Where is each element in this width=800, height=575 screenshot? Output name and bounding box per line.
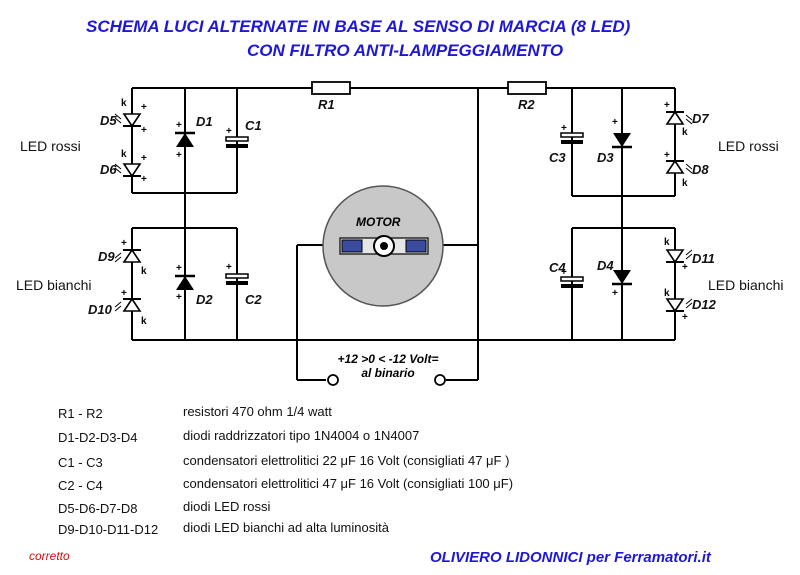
label-d10: D10 [88, 302, 112, 317]
svg-text:+: + [176, 292, 182, 303]
group-label-left-white: LED bianchi [16, 277, 92, 293]
svg-text:+: + [121, 238, 127, 249]
label-d1: D1 [196, 114, 213, 129]
svg-text:+: + [121, 288, 127, 299]
label-d6: D6 [100, 162, 117, 177]
svg-text:+: + [226, 126, 232, 137]
led-d6 [114, 163, 142, 177]
label-c2: C2 [245, 292, 262, 307]
author-credit: OLIVIERO LIDONNICI per Ferramatori.it [430, 549, 711, 566]
svg-text:+: + [682, 312, 688, 323]
svg-text:k: k [141, 316, 147, 327]
motor-label: MOTOR [356, 215, 401, 229]
label-d5: D5 [100, 113, 117, 128]
legend-key: D5-D6-D7-D8 [58, 501, 138, 516]
svg-text:+: + [612, 288, 618, 299]
svg-text:k: k [141, 266, 147, 277]
track-voltage-label: +12 >0 < -12 Volt= al binario [318, 352, 458, 380]
led-d11 [665, 249, 693, 263]
svg-text:+: + [561, 123, 567, 134]
svg-text:+: + [682, 262, 688, 273]
svg-text:k: k [682, 127, 688, 138]
track-voltage-line1: +12 >0 < -12 Volt= [337, 352, 439, 366]
led-d8 [665, 160, 693, 174]
polarity-marks: k + k + + + + + + + + + + k + k + + + + + k + k k + k… [121, 98, 688, 327]
label-d11: D11 [692, 251, 715, 266]
diode-d2 [173, 274, 197, 292]
label-r1: R1 [318, 97, 335, 112]
svg-text:+: + [176, 150, 182, 161]
label-d9: D9 [98, 249, 115, 264]
legend-value: condensatori elettrolitici 47 μF 16 Volt… [183, 476, 514, 491]
svg-text:+: + [176, 120, 182, 131]
label-d4: D4 [597, 258, 614, 273]
label-d8: D8 [692, 162, 709, 177]
legend-value: diodi LED bianchi ad alta luminosità [183, 520, 389, 535]
label-d2: D2 [196, 292, 213, 307]
group-label-right-white: LED bianchi [708, 277, 784, 293]
group-label-left-red: LED rossi [20, 138, 81, 154]
legend-key: C2 - C4 [58, 478, 103, 493]
svg-text:+: + [612, 117, 618, 128]
svg-text:+: + [561, 267, 567, 278]
diode-d1 [173, 131, 197, 149]
label-d12: D12 [692, 297, 716, 312]
label-d3: D3 [597, 150, 614, 165]
svg-text:+: + [664, 150, 670, 161]
legend-value: resistori 470 ohm 1/4 watt [183, 404, 332, 419]
diode-d4 [610, 268, 634, 286]
label-d7: D7 [692, 111, 709, 126]
track-terminal-left [327, 374, 339, 386]
legend-value: diodi raddrizzatori tipo 1N4004 o 1N4007 [183, 428, 420, 443]
legend-key: D9-D10-D11-D12 [58, 522, 159, 537]
svg-text:k: k [682, 178, 688, 189]
legend-key: C1 - C3 [58, 455, 103, 470]
legend-key: R1 - R2 [58, 406, 103, 421]
motor [322, 185, 444, 307]
resistor-r1 [311, 81, 351, 95]
svg-text:k: k [664, 237, 670, 248]
legend-value: condensatori elettrolitici 22 μF 16 Volt… [183, 453, 510, 468]
svg-text:k: k [121, 149, 127, 160]
diode-d3 [610, 131, 634, 149]
group-label-right-red: LED rossi [718, 138, 779, 154]
track-terminal-right [434, 374, 446, 386]
page-title: SCHEMA LUCI ALTERNATE IN BASE AL SENSO D… [86, 17, 631, 36]
svg-text:k: k [121, 98, 127, 109]
svg-text:+: + [664, 100, 670, 111]
page-subtitle: CON FILTRO ANTI-LAMPEGGIAMENTO [247, 41, 564, 60]
correction-note: corretto [29, 549, 70, 563]
legend-key: D1-D2-D3-D4 [58, 430, 138, 445]
track-voltage-line2: al binario [361, 366, 415, 380]
label-c4: C4 [549, 260, 566, 275]
svg-text:k: k [664, 288, 670, 299]
label-r2: R2 [518, 97, 535, 112]
label-c1: C1 [245, 118, 262, 133]
svg-text:+: + [141, 102, 147, 113]
led-d12 [665, 298, 693, 312]
led-d5 [114, 113, 142, 127]
resistor-r2 [507, 81, 547, 95]
svg-text:+: + [141, 125, 147, 136]
led-d7 [665, 111, 693, 125]
label-c3: C3 [549, 150, 566, 165]
led-d10 [114, 298, 142, 312]
svg-text:+: + [141, 174, 147, 185]
svg-text:+: + [176, 263, 182, 274]
legend-value: diodi LED rossi [183, 499, 271, 514]
led-d9 [114, 249, 142, 263]
svg-text:+: + [141, 153, 147, 164]
svg-text:+: + [226, 262, 232, 273]
